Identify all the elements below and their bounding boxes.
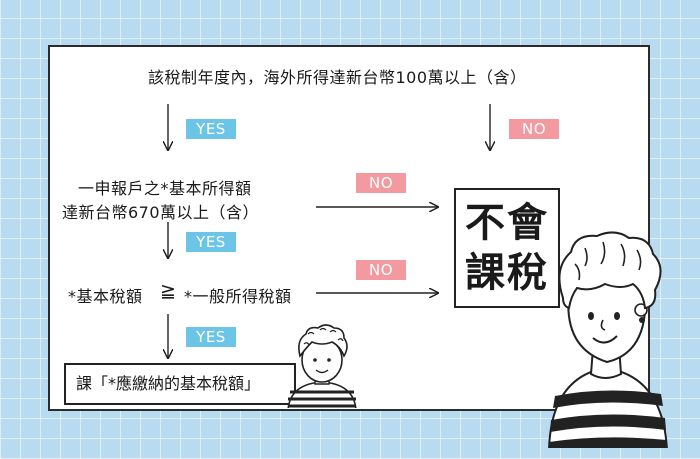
result-no-tax-line2: 課稅: [465, 250, 549, 296]
condition3-operator: ≧: [160, 280, 177, 302]
result-tax-text: 課「*應繳納的基本稅額」: [76, 374, 261, 393]
no-tag-1: NO: [509, 119, 559, 139]
result-no-tax-line1: 不會: [465, 200, 549, 246]
person-small-illustration: [287, 324, 357, 408]
result-tax-box: 課「*應繳納的基本稅額」: [64, 363, 296, 405]
no-tag-2: NO: [356, 173, 406, 193]
condition3-right: *一般所得稅額: [184, 287, 292, 306]
condition2-line1: 一申報戶之*基本所得額: [78, 179, 252, 198]
result-no-tax-box: 不會 課稅: [454, 188, 560, 308]
person-large-illustration: [548, 231, 668, 448]
yes-tag-1: YES: [186, 119, 236, 139]
no-tag-3: NO: [356, 260, 406, 280]
top-condition-text: 該稅制年度內，海外所得達新台幣100萬以上（含）: [148, 68, 527, 87]
yes-tag-3: YES: [186, 327, 236, 347]
condition3-left: *基本稅額: [68, 287, 143, 306]
condition2-line2: 達新台幣670萬以上（含）: [62, 203, 260, 222]
yes-tag-2: YES: [186, 232, 236, 252]
